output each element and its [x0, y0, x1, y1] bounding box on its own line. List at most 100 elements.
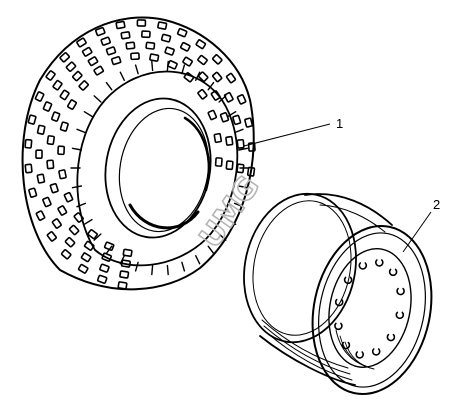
- tread-block: [72, 70, 83, 82]
- tread-block: [179, 41, 191, 52]
- tread-block: [46, 159, 55, 170]
- tread-block: [49, 182, 59, 194]
- tread-block: [77, 263, 89, 274]
- tread-block: [24, 163, 33, 174]
- tread-block: [51, 111, 61, 122]
- tread-block: [197, 54, 208, 66]
- tread-block: [130, 52, 140, 61]
- tire-inner-shadow: [128, 203, 200, 230]
- bolt-hole: [334, 298, 344, 307]
- tread-block: [87, 229, 98, 240]
- bolt-hole: [334, 322, 343, 331]
- sidewall-lug: [194, 71, 201, 82]
- tread-block: [236, 138, 245, 149]
- tread-block: [120, 31, 131, 40]
- tread-block: [176, 27, 188, 38]
- tread-block: [58, 169, 67, 180]
- rim-barrel-top: [304, 193, 393, 226]
- tread-block: [182, 56, 193, 67]
- tread-block: [223, 91, 234, 103]
- sidewall-lug: [181, 64, 186, 75]
- sidewall-lug: [93, 233, 102, 241]
- sidewall-lug: [76, 128, 87, 134]
- tread-block: [207, 109, 218, 121]
- sidewall-lug: [71, 147, 83, 151]
- tread-block: [34, 91, 45, 102]
- sidewall-lug: [93, 95, 102, 103]
- tire-sidewall-lugs: [70, 60, 250, 276]
- sidewall-lug: [181, 261, 186, 272]
- sidewall-lug: [166, 60, 169, 72]
- tire-outer-silhouette: [21, 16, 255, 291]
- tread-block: [213, 132, 223, 144]
- tread-block: [64, 236, 76, 248]
- bolt-hole: [396, 287, 405, 296]
- callout-2: 2: [402, 197, 440, 253]
- tread-block: [27, 114, 37, 125]
- tread-block: [195, 39, 207, 50]
- tread-block: [35, 210, 46, 221]
- tread-block: [149, 53, 160, 62]
- sidewall-lug: [237, 147, 249, 151]
- tread-block: [212, 54, 223, 65]
- tread-block: [96, 274, 108, 284]
- tread-block: [59, 89, 70, 101]
- tread-block: [65, 61, 77, 72]
- rim-disc: [328, 248, 412, 368]
- sidewall-lug: [218, 95, 227, 103]
- tread-block: [236, 94, 247, 105]
- tread-block: [78, 80, 89, 91]
- tread-block: [214, 157, 223, 167]
- tread-block: [167, 60, 178, 70]
- sidewall-lug: [105, 81, 113, 91]
- tread-block: [52, 79, 63, 91]
- tread-block: [105, 46, 117, 56]
- bolt-hole: [343, 276, 353, 285]
- callout-number-2: 2: [433, 197, 440, 212]
- tread-block: [95, 26, 106, 37]
- tread-block: [244, 117, 254, 128]
- sidewall-lug: [105, 245, 113, 255]
- tread-block: [110, 56, 122, 66]
- tread-block: [122, 248, 133, 258]
- bolt-hole: [341, 341, 351, 350]
- tire-inner-liner: [118, 107, 210, 233]
- tread-block: [212, 71, 223, 83]
- sidewall-lug: [119, 71, 126, 82]
- tread-block: [117, 281, 128, 290]
- bolt-hole: [375, 259, 384, 267]
- tread-block: [60, 249, 72, 260]
- tread-block: [45, 70, 56, 81]
- tread-block: [164, 46, 175, 56]
- sidewall-lug: [134, 261, 139, 272]
- tread-block: [225, 135, 234, 146]
- rim-bolt-holes: [334, 259, 405, 359]
- bolt-hole: [386, 333, 396, 342]
- tread-block: [57, 145, 66, 156]
- tread-block: [100, 36, 111, 46]
- rim-front-flange-lip: [318, 232, 426, 388]
- tread-block: [246, 166, 256, 177]
- tread-block: [125, 41, 136, 50]
- sidewall-lug: [233, 128, 244, 134]
- callout-1: 1: [243, 116, 343, 147]
- tread-block: [197, 71, 209, 82]
- sidewall-lug: [237, 185, 249, 189]
- sidewall-lug: [233, 202, 244, 208]
- sidewall-lug: [194, 254, 201, 265]
- tread-block: [63, 191, 74, 203]
- sidewall-lug: [166, 264, 169, 276]
- tread-block: [28, 187, 38, 198]
- tread-block: [57, 205, 68, 216]
- tread-block: [51, 218, 62, 229]
- tread-block: [247, 142, 256, 152]
- tread-block: [157, 21, 168, 30]
- sidewall-lug: [71, 185, 83, 189]
- tread-block: [81, 46, 93, 57]
- tire: [21, 16, 256, 291]
- tread-block: [225, 72, 237, 84]
- tread-block: [59, 121, 69, 132]
- sidewall-lug: [76, 202, 87, 208]
- tread-block: [36, 124, 46, 135]
